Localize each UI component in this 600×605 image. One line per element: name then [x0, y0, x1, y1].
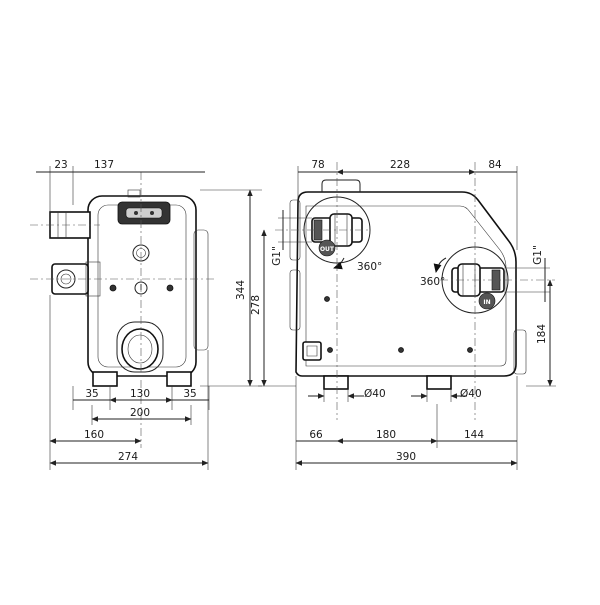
left-cover-lower	[289, 269, 301, 331]
in-badge-icon	[478, 292, 496, 310]
side-view: OUT 360° IN 360° 78 228 84 G1"	[250, 159, 556, 470]
dim-23: 23	[54, 159, 67, 171]
dim-390: 390	[396, 451, 416, 463]
inlet-opening-inner	[60, 273, 72, 285]
in-rotation-label: 360°	[420, 276, 445, 288]
right-protrusion	[513, 329, 527, 375]
panel-button-2	[150, 211, 154, 215]
top-knob	[127, 189, 141, 198]
in-badge-label: IN	[483, 299, 490, 306]
out-badge-icon	[318, 239, 336, 257]
port-cap-frame	[116, 321, 164, 373]
dim-160: 160	[84, 429, 104, 441]
dim-278: 278	[250, 295, 262, 315]
panel-display	[125, 207, 163, 219]
dim-84: 84	[488, 159, 502, 171]
out-rotation-label: 360°	[357, 261, 382, 273]
foot-left	[323, 375, 349, 390]
side-protrusion	[193, 229, 209, 351]
dim-180: 180	[376, 429, 396, 441]
cable-gland-inner	[306, 345, 318, 357]
screw	[109, 284, 117, 292]
dim-200: 200	[130, 407, 150, 419]
foot-right	[426, 375, 452, 390]
dim-dia40-left: Ø40	[364, 388, 386, 400]
foot-right	[166, 371, 192, 387]
dim-35-right: 35	[183, 388, 196, 400]
dim-66: 66	[309, 429, 323, 441]
in-rotation-arrow-icon	[433, 257, 447, 273]
dim-184: 184	[536, 324, 548, 344]
screw	[324, 296, 330, 302]
front-view: 23 137 344 35 130 35 200 160 274	[30, 159, 262, 470]
dim-228: 228	[390, 159, 410, 171]
cable-gland	[302, 341, 322, 361]
logo-icon	[132, 244, 150, 262]
out-badge-label: OUT	[320, 246, 335, 253]
screw	[398, 347, 404, 353]
screw	[166, 284, 174, 292]
out-rotation-arrow-icon	[333, 257, 345, 270]
dim-g1-out: G1"	[271, 246, 283, 266]
dim-274: 274	[118, 451, 138, 463]
dim-144: 144	[464, 429, 484, 441]
left-cover	[289, 199, 301, 261]
dim-130: 130	[130, 388, 150, 400]
dim-g1-in: G1"	[532, 245, 544, 265]
dim-78: 78	[311, 159, 324, 171]
dim-344: 344	[235, 280, 247, 300]
dim-35-left: 35	[85, 388, 98, 400]
pressure-gauge-icon	[134, 281, 148, 295]
screw	[467, 347, 473, 353]
dim-dia40-right: Ø40	[460, 388, 482, 400]
screw	[327, 347, 333, 353]
dim-137: 137	[94, 159, 114, 171]
housing-inner-contour-side	[305, 205, 507, 367]
panel-button-1	[134, 211, 138, 215]
drain-cap	[121, 328, 159, 370]
top-handle	[321, 179, 361, 192]
foot-left	[92, 371, 118, 387]
drain-cap-inner	[127, 334, 153, 364]
